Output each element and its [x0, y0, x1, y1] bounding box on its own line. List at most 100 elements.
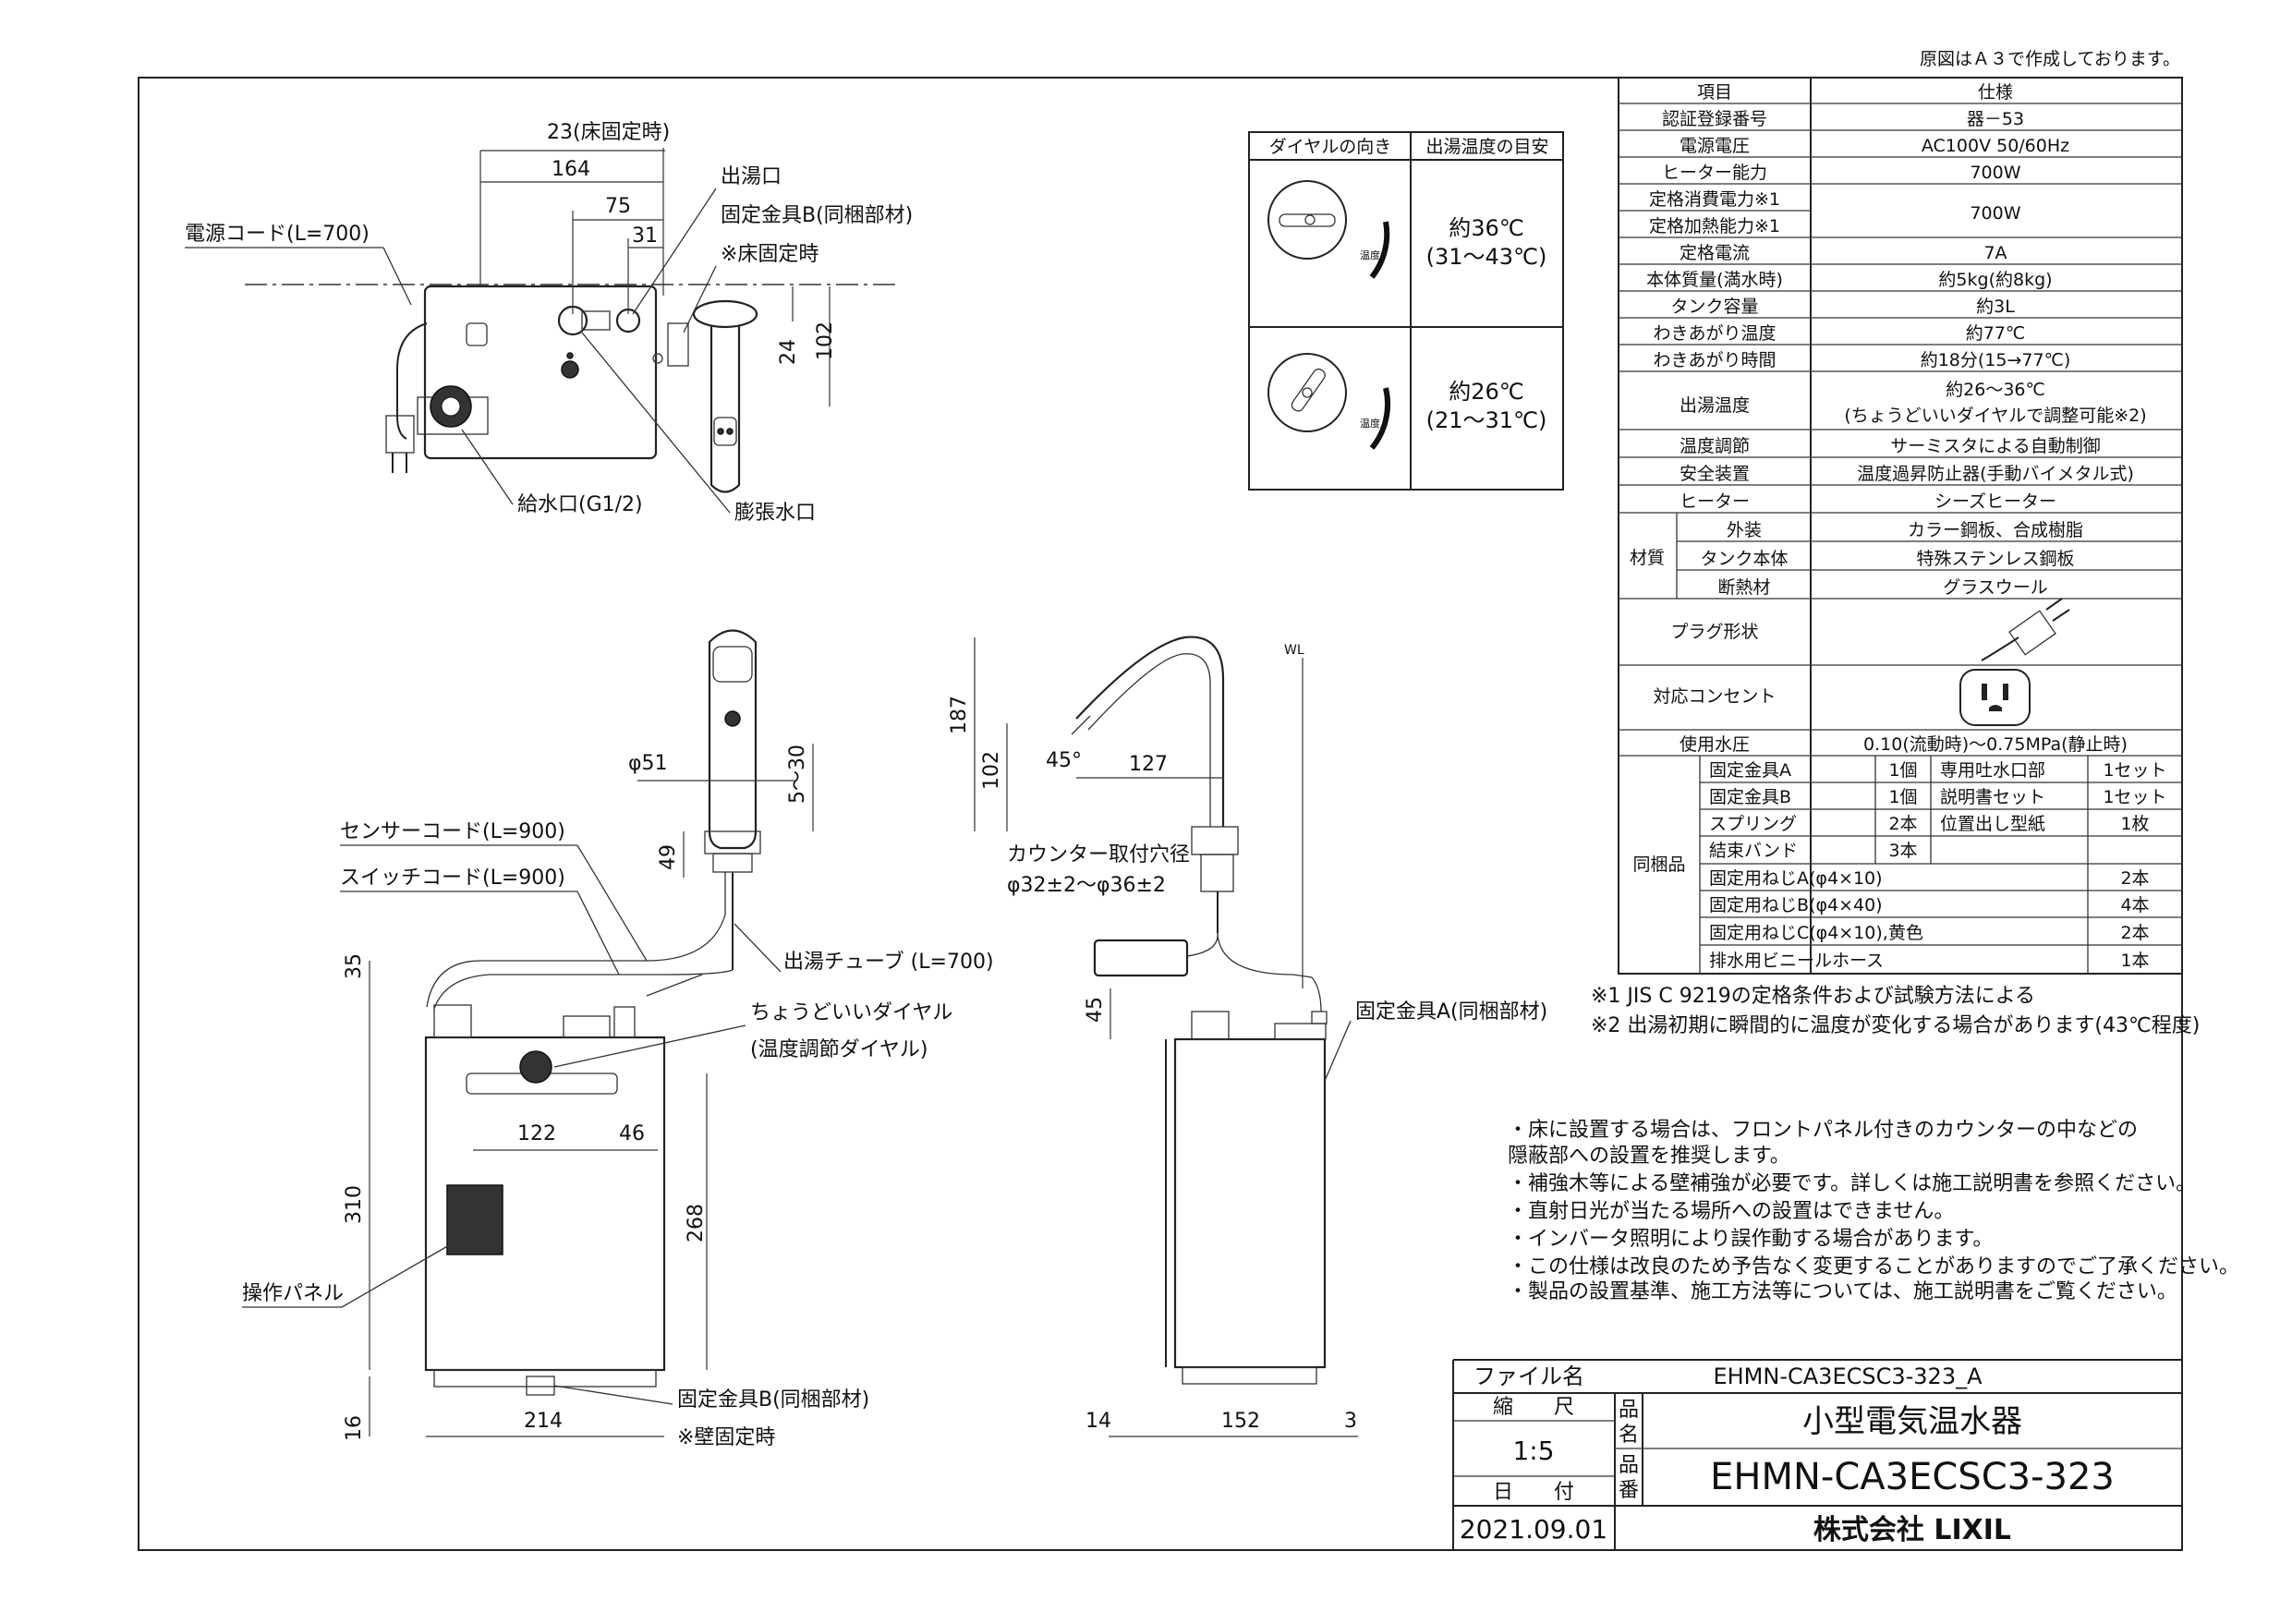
leader-expansion [581, 332, 731, 514]
note-line-3: ・直射日光が当たる場所への設置はできません。 [1508, 1200, 1954, 1223]
title-block: ファイル名 EHMN-CA3ECSC3-323_A 縮 尺 1:5 日 付 20… [1452, 1359, 2182, 1550]
spec2-v-2: シーズヒーター [1934, 491, 2056, 512]
bundle-d-2: 1枚 [2120, 814, 2149, 834]
faucet-sensor-front [712, 646, 753, 683]
bundle-a-2: スプリング [1709, 814, 1797, 834]
mount-hole [561, 360, 579, 379]
tb-date-label: 日 付 [1493, 1481, 1574, 1504]
bundle-b-0: 1個 [1888, 760, 1917, 781]
control-panel [446, 1184, 503, 1255]
dial-1-range: (31～43℃) [1426, 244, 1547, 270]
spec-k-2: ヒーター能力 [1662, 163, 1767, 183]
leader-switch [576, 891, 620, 976]
dial-1-arc [1369, 221, 1390, 279]
spec-pressure-k: 使用水圧 [1680, 734, 1750, 755]
spec2-v-1: 温度過昇防止器(手動バイメタル式) [1857, 464, 2134, 484]
bundle2-d-3: 1本 [2120, 951, 2149, 971]
spec-head-spec: 仕様 [1978, 82, 2013, 103]
bundle-b-1: 1個 [1888, 787, 1917, 807]
spec-v-1: AC100V 50/60Hz [1922, 136, 2069, 156]
spec-frame [1618, 77, 2183, 975]
mat-k-1: タンク本体 [1700, 549, 1788, 569]
spec-v-0: 器－53 [1967, 109, 2024, 129]
faucet-side-base [1191, 826, 1239, 855]
tank-top-fitting-1 [433, 1004, 472, 1038]
dial-1-knob [1279, 213, 1336, 227]
dial-head-1: ダイヤルの向き [1269, 137, 1391, 157]
spec-k-9: わきあがり時間 [1653, 350, 1776, 370]
faucet-top-base [692, 299, 758, 329]
label-switch-cord: スイッチコード(L=900) [340, 867, 565, 890]
dim-24: 24 [777, 339, 800, 365]
switch-box-cord [1186, 932, 1219, 957]
spec-plug: プラグ形状 [1670, 622, 1758, 642]
mat-k-2: 断熱材 [1717, 577, 1770, 598]
spec-v-9: 約18分(15→77℃) [1921, 350, 2071, 370]
bundle2-a-0: 固定用ねじA(φ4×10) [1709, 868, 1883, 889]
faucet-front [708, 629, 758, 850]
leader-fix-a [1324, 1020, 1352, 1082]
tank-top-fitting-2 [563, 1015, 611, 1038]
label-wall-fix: ※壁固定時 [677, 1426, 775, 1449]
faucet-side-nut [1200, 854, 1234, 892]
leader-water-inlet [461, 429, 514, 505]
dim-122: 122 [517, 1122, 556, 1145]
bundle-a-1: 固定金具B [1709, 787, 1791, 807]
tb-scale: 1:5 [1512, 1436, 1554, 1466]
spec-k-1: 電源電圧 [1680, 136, 1750, 156]
faucet-sensor-top [713, 417, 737, 446]
water-inlet-hole [441, 396, 461, 417]
dim-187: 187 [948, 696, 971, 734]
leader-fix-b [683, 265, 717, 333]
dial-1-center [1304, 214, 1316, 225]
spec2-k-1: 安全装置 [1680, 464, 1750, 484]
spec-k-7: タンク容量 [1670, 297, 1758, 317]
tb-company: 株式会社 LIXIL [1813, 1514, 2011, 1546]
dim-31: 31 [632, 224, 658, 248]
leader-dial [553, 1024, 746, 1068]
bundle2-d-2: 2本 [2120, 923, 2149, 943]
note-line-2: ・補強木等による壁補強が必要です。詳しくは施工説明書を参照ください。 [1508, 1172, 2196, 1195]
note-line-5: ・この仕様は改良のため予告なく変更することがありますのでご了承ください。 [1508, 1255, 2239, 1279]
spec2-k-2: ヒーター [1680, 491, 1750, 512]
label-counter-hole: カウンター取付穴径 [1007, 843, 1190, 867]
spec-k-6: 本体質量(満水時) [1646, 270, 1783, 290]
mount-screw [652, 353, 663, 364]
bundle-b-3: 3本 [1888, 841, 1917, 861]
mat-v-2: グラスウール [1943, 577, 2048, 598]
temp-dial [519, 1050, 552, 1084]
label-expansion: 膨張水口 [734, 502, 816, 525]
tb-product-name: 小型電気温水器 [1802, 1403, 2022, 1440]
bundle-d-1: 1セット [2103, 787, 2166, 807]
mat-v-1: 特殊ステンレス鋼板 [1916, 549, 2074, 569]
faucet-nut-front [712, 853, 753, 873]
tb-name-label-1: 品 [1619, 1399, 1639, 1422]
faucet-side-arc [1075, 636, 1225, 827]
dial-2-arc [1369, 387, 1390, 450]
dial-table: ダイヤルの向き 出湯温度の目安 温度 温度 約36℃ (31～43℃) 約26℃… [1248, 131, 1564, 491]
spec2-v-0: サーミスタによる自動制御 [1890, 436, 2100, 456]
tank-side-foot [1182, 1366, 1317, 1385]
spec-table: 項目 仕様 認証登録番号 器－53 電源電圧 AC100V 50/60Hz ヒー… [1618, 77, 2183, 975]
side-cord-route [1217, 932, 1322, 1012]
dim-45deg: 45° [1046, 749, 1082, 772]
dial-2-knob [1291, 368, 1326, 412]
spec-v-6: 約5kg(約8kg) [1938, 270, 2052, 290]
cord-plug [646, 974, 703, 997]
power-cord-line [396, 322, 428, 440]
dim-3: 3 [1344, 1410, 1357, 1433]
leader-power-cord [382, 247, 412, 306]
bundle-c-1: 説明書セット [1940, 787, 2045, 807]
dim-23: 23(床固定時) [547, 121, 670, 144]
spec-k-8: わきあがり温度 [1653, 323, 1776, 344]
cord-route-2 [433, 969, 734, 1010]
sensor-dot-1 [717, 428, 724, 435]
side-view: 187 102 45° 127 WL カウンター取付穴径 φ32±2～φ36±2… [948, 636, 1547, 1437]
tb-date: 2021.09.01 [1460, 1514, 1607, 1545]
bundle2-d-0: 2本 [2120, 868, 2149, 889]
top-view: 23(床固定時) 164 75 31 24 102 電源コード(L=700) 出… [185, 121, 913, 525]
sensor-dot-2 [726, 428, 734, 435]
spec-head-item: 項目 [1697, 82, 1732, 103]
spec2-k-0: 温度調節 [1680, 436, 1750, 456]
